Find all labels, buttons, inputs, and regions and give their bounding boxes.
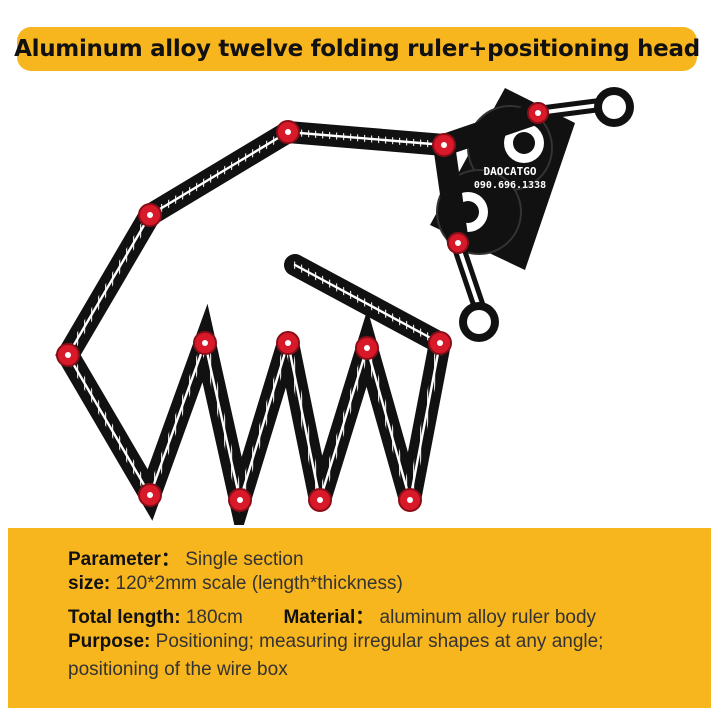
size-label: size:	[68, 573, 111, 594]
ruler-segments	[55, 102, 549, 525]
size-row: size: 120*2mm scale (length*thickness)	[68, 573, 403, 595]
parameter-label: Parameter：	[68, 549, 180, 570]
material-value: aluminum alloy ruler body	[379, 607, 597, 628]
parameter-panel: Parameter： Single section size: 120*2mm …	[8, 528, 711, 708]
pivot-knob	[138, 203, 162, 227]
length-material-row: Total length: 180cm Material： aluminum a…	[68, 602, 596, 629]
parameter-value: Single section	[185, 549, 304, 570]
purpose-row: Purpose: Positioning; measuring irregula…	[68, 631, 603, 653]
title-banner: Aluminum alloy twelve folding ruler+posi…	[14, 27, 700, 71]
purpose-row-cont: positioning of the wire box	[68, 659, 288, 681]
watermark-line1: DAOCATGO	[484, 165, 537, 178]
pivot-knob	[432, 133, 456, 157]
size-value: 120*2mm scale (length*thickness)	[115, 573, 403, 594]
pivot-knob	[276, 331, 300, 355]
pivot-knob	[428, 331, 452, 355]
watermark-line2: 090.696.1338	[474, 180, 546, 191]
pivot-knob	[527, 102, 549, 124]
total-length-value: 180cm	[185, 607, 243, 628]
pivot-knob	[138, 483, 162, 507]
material-label: Material：	[283, 607, 375, 628]
pivot-knob	[447, 232, 469, 254]
pivot-knob	[56, 343, 80, 367]
pivot-knob	[398, 488, 422, 512]
purpose-value: Positioning; measuring irregular shapes …	[155, 631, 604, 652]
total-length-label: Total length:	[68, 607, 181, 628]
pivot-knob	[308, 488, 332, 512]
pivot-knob	[276, 120, 300, 144]
folding-ruler-image: DAOCATGO 090.696.1338	[55, 87, 634, 525]
pivot-knob	[228, 488, 252, 512]
page-title: Aluminum alloy twelve folding ruler+posi…	[14, 36, 700, 62]
pivot-knob	[193, 331, 217, 355]
watermark: DAOCATGO 090.696.1338	[474, 165, 546, 191]
purpose-value-cont: positioning of the wire box	[68, 659, 288, 680]
pivot-knobs	[56, 102, 549, 512]
purpose-label: Purpose:	[68, 631, 151, 652]
pivot-knob	[355, 336, 379, 360]
parameter-row: Parameter： Single section	[68, 544, 304, 571]
